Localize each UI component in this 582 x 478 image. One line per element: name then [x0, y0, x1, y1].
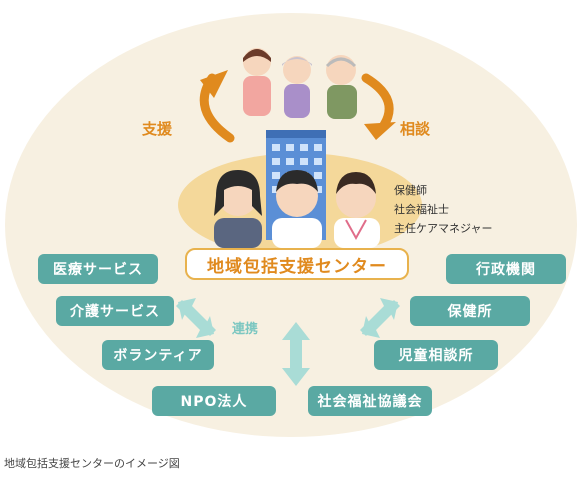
staff-nurse-icon — [334, 172, 380, 248]
service-box-npo: NPO法人 — [152, 386, 276, 416]
elderly-people-icon — [243, 48, 357, 119]
staff-male-icon — [272, 170, 322, 248]
service-box-health-center: 保健所 — [410, 296, 530, 326]
staff-female-icon — [214, 170, 262, 248]
service-box-nursing-care: 介護サービス — [56, 296, 174, 326]
cooperation-arrow-right-icon — [360, 298, 400, 338]
support-arrow-icon — [199, 70, 235, 143]
staff-role-care-manager: 主任ケアマネジャー — [394, 222, 493, 235]
service-box-child-guidance: 児童相談所 — [374, 340, 498, 370]
service-box-government: 行政機関 — [446, 254, 566, 284]
cooperation-label: 連携 — [232, 322, 259, 337]
service-box-volunteer: ボランティア — [102, 340, 214, 370]
service-box-medical: 医療サービス — [38, 254, 158, 284]
service-box-social-welfare-council: 社会福祉協議会 — [308, 386, 432, 416]
staff-role-social-worker: 社会福祉士 — [394, 203, 449, 216]
support-label: 支援 — [142, 120, 173, 138]
consult-arrow-icon — [361, 73, 396, 140]
consult-label: 相談 — [400, 120, 431, 138]
cooperation-arrow-vertical-icon — [282, 322, 310, 386]
center-label: 地域包括支援センター — [185, 248, 409, 280]
figure-caption: 地域包括支援センターのイメージ図 — [4, 457, 180, 470]
cooperation-arrow-left-icon — [176, 298, 216, 338]
staff-role-public-health-nurse: 保健師 — [394, 184, 427, 197]
